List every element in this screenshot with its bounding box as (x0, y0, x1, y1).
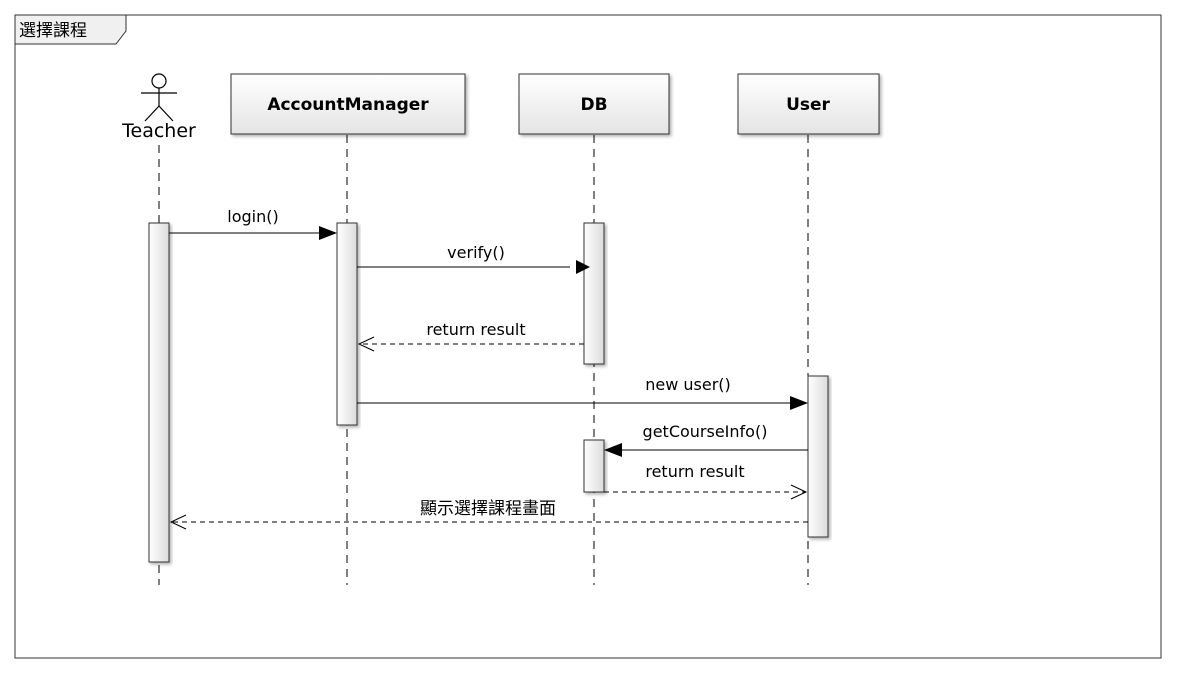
participant-label: User (786, 95, 830, 115)
message-return-result-1[interactable]: return result (357, 320, 584, 352)
filled-arrowhead-icon (319, 226, 337, 240)
message-label: return result (426, 320, 525, 339)
activation-db-1 (583, 222, 605, 365)
open-arrowhead-icon (790, 484, 808, 500)
message-return-result-2[interactable]: return result (604, 462, 808, 500)
frame-tab (14, 14, 127, 45)
message-label: login() (227, 207, 278, 226)
message-verify[interactable]: verify() (357, 243, 590, 274)
filled-arrowhead-icon (790, 396, 808, 410)
message-label: 顯示選擇課程畫面 (420, 499, 556, 519)
frame-title: 選擇課程 (19, 21, 87, 41)
participant-label: AccountManager (267, 95, 429, 115)
message-show-screen[interactable]: 顯示選擇課程畫面 (169, 499, 808, 530)
participant-db[interactable]: DB (518, 73, 670, 135)
actor-label: Teacher (121, 120, 196, 142)
message-label: verify() (447, 243, 505, 262)
message-label: new user() (645, 375, 731, 394)
filled-arrowhead-icon (576, 260, 590, 274)
message-label: return result (645, 462, 744, 481)
message-login[interactable]: login() (169, 207, 337, 240)
activation-user (807, 375, 829, 538)
open-arrowhead-icon (357, 336, 375, 352)
open-arrowhead-icon (169, 514, 187, 530)
participant-label: DB (580, 95, 607, 115)
message-new-user[interactable]: new user() (357, 375, 808, 410)
participant-account-manager[interactable]: AccountManager (230, 73, 466, 135)
participant-user[interactable]: User (737, 73, 880, 135)
activation-db-2 (583, 439, 605, 493)
activation-teacher (148, 222, 170, 563)
actor-teacher[interactable] (141, 73, 177, 122)
activation-account-manager (336, 222, 358, 426)
actor-head-icon (151, 73, 167, 89)
message-label: getCourseInfo() (643, 422, 768, 441)
message-get-course-info[interactable]: getCourseInfo() (604, 422, 808, 457)
filled-arrowhead-icon (604, 443, 622, 457)
